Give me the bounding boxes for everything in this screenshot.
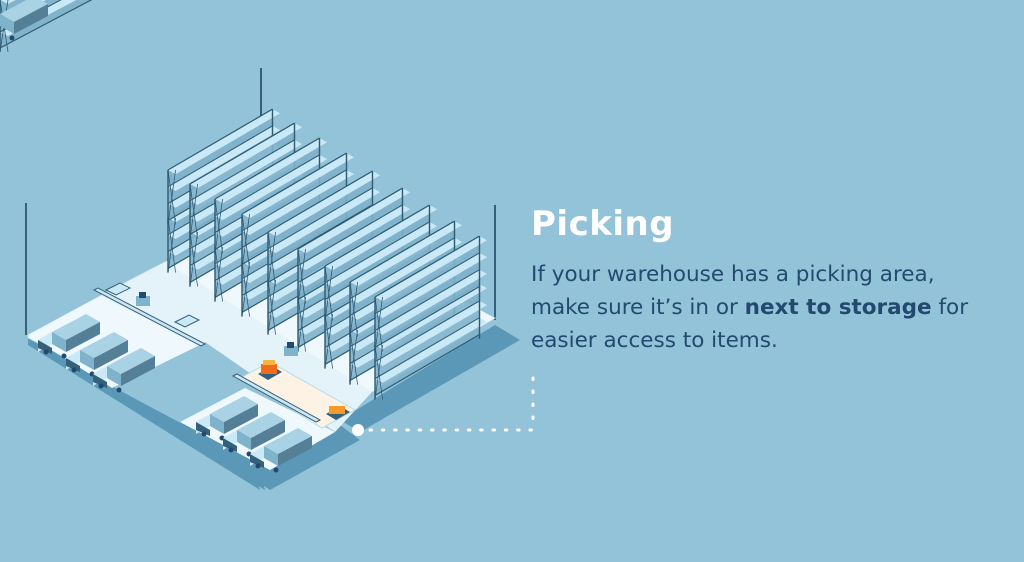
callout-text-block: Picking If your warehouse has a picking … <box>531 204 991 357</box>
workstation-icon <box>104 282 201 328</box>
section-heading: Picking <box>531 204 675 244</box>
floor-shadow <box>28 325 520 490</box>
truck <box>0 0 48 41</box>
pallet-icon <box>258 360 350 420</box>
section-description: If your warehouse has a picking area, ma… <box>531 258 991 357</box>
rack-rows <box>167 108 488 401</box>
forklift-icon <box>136 292 298 356</box>
dock-wall <box>92 287 207 347</box>
callout-connector <box>352 376 535 436</box>
description-emphasis: next to storage <box>744 295 932 320</box>
dock-wall <box>231 373 322 423</box>
description-text-end: for easier access to items. <box>531 295 969 353</box>
description-text: If your warehouse has a picking area, ma… <box>531 262 935 320</box>
